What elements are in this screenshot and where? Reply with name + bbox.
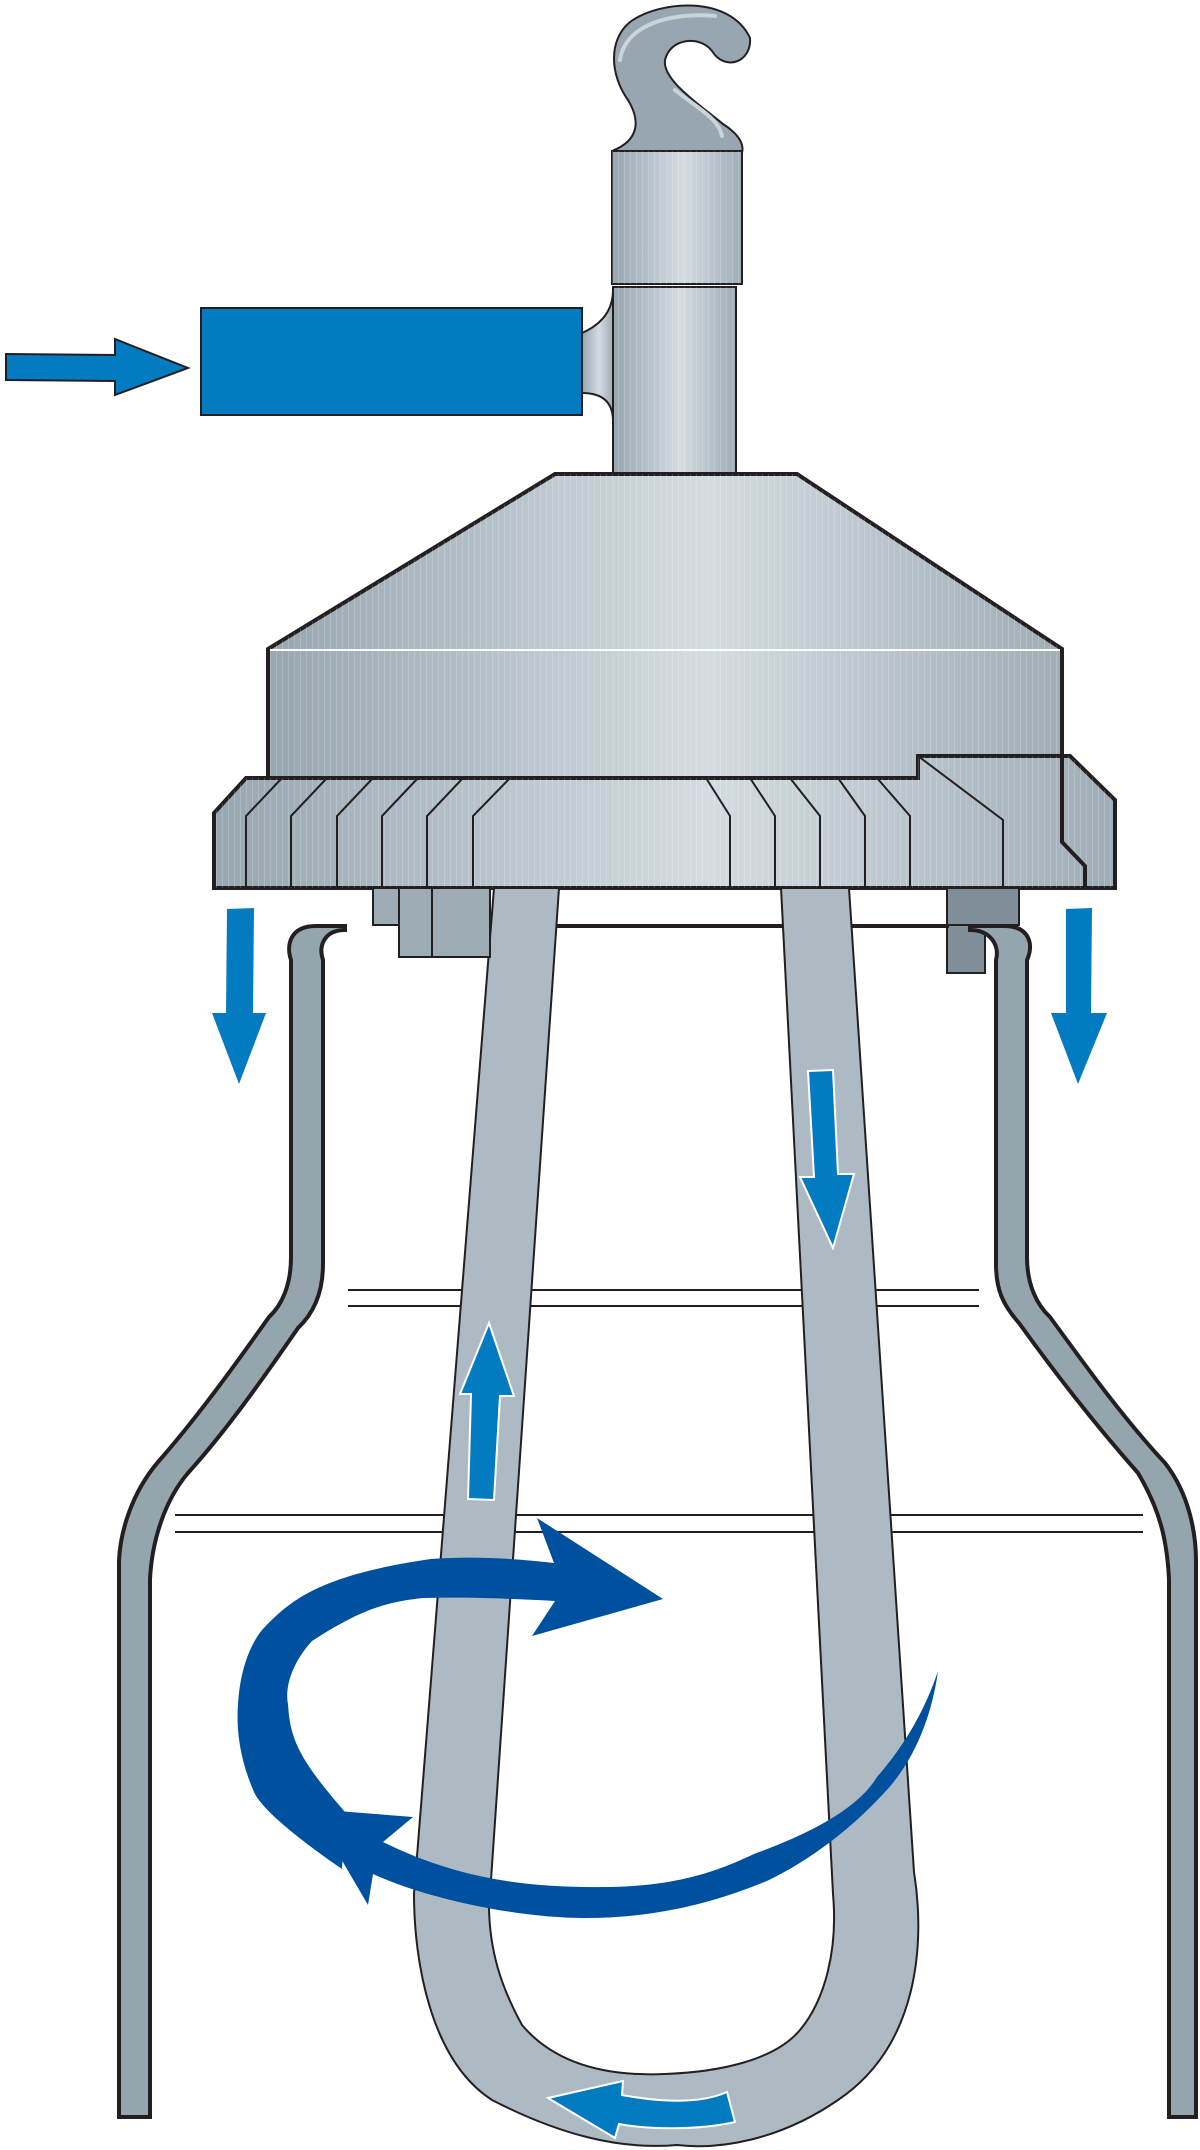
hook-highlight bbox=[618, 13, 724, 138]
outflow-arrow-right bbox=[1051, 908, 1107, 1084]
mount-block bbox=[398, 887, 433, 958]
lid-ring-texture bbox=[214, 756, 1115, 888]
left-tube-mount bbox=[431, 887, 491, 958]
tube-down-arrow bbox=[798, 1068, 856, 1251]
tube-bottom-arrow bbox=[545, 2079, 737, 2140]
inlet-box bbox=[200, 307, 583, 416]
right-mount-block bbox=[946, 887, 1020, 926]
vessel-wall-right bbox=[968, 924, 1198, 2119]
hook bbox=[611, 4, 752, 155]
tube-up-arrow bbox=[458, 1320, 516, 1502]
ring-ribs bbox=[245, 649, 1087, 888]
mount-block-small bbox=[372, 887, 400, 926]
outflow-arrow-left bbox=[212, 908, 266, 1084]
u-tube bbox=[412, 887, 920, 2148]
center-tube-texture bbox=[613, 287, 736, 474]
lid-cone-texture bbox=[268, 474, 1062, 778]
upper-cylinder-texture bbox=[612, 151, 742, 284]
vessel-wall-left bbox=[117, 924, 347, 2119]
inlet-connector bbox=[581, 289, 614, 422]
inlet-arrow bbox=[5, 337, 191, 397]
level-lines-upper bbox=[348, 1289, 979, 1307]
swirl-arrow-upper bbox=[237, 1518, 663, 1869]
swirl-arrow-lower bbox=[312, 1671, 938, 1918]
level-lines-lower bbox=[175, 1514, 1143, 1533]
